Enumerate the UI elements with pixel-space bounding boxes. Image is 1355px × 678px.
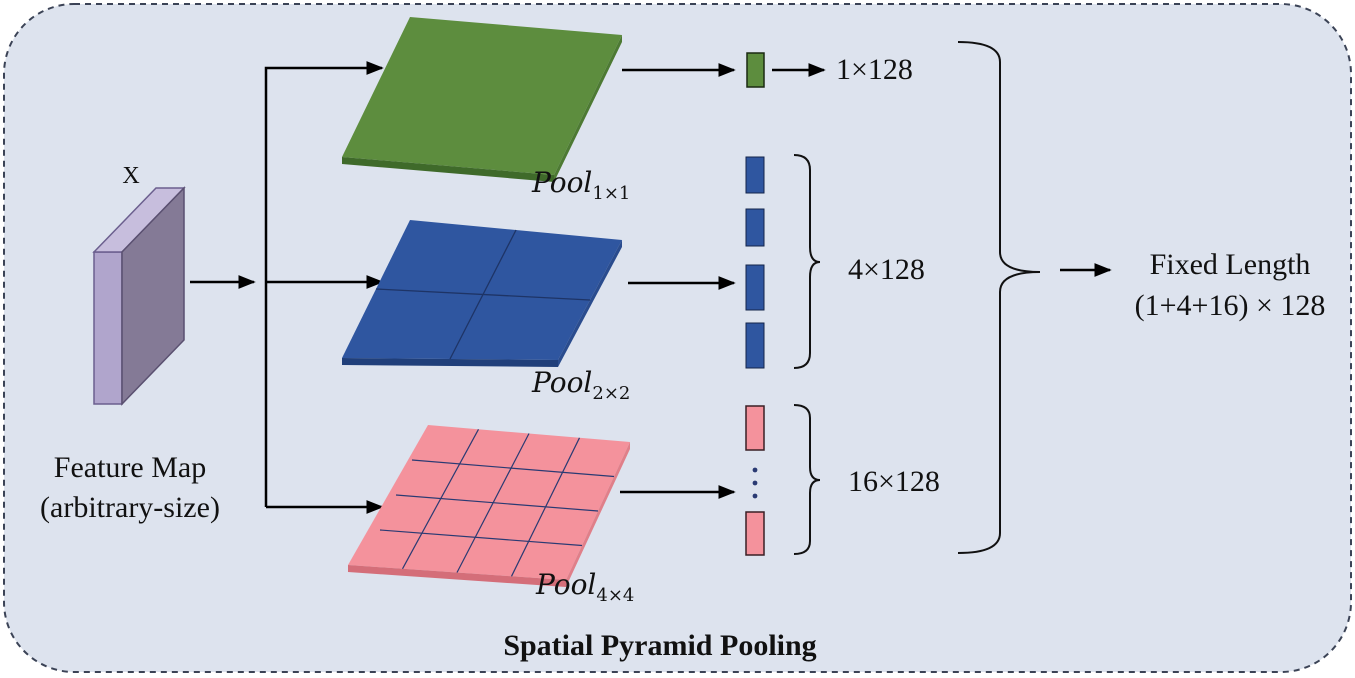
pool-plate-4x4: [348, 425, 630, 587]
pool-output-arrows: [620, 63, 826, 499]
result-label: Fixed Length: [1150, 248, 1311, 281]
pool-label-2x2-sub: 2×2: [592, 383, 630, 404]
pool-label-2x2-base: Pool: [531, 366, 592, 399]
vector-4x128-3: [745, 264, 765, 311]
vector-16x128-last: [745, 511, 765, 556]
pool-label-2x2: Pool2×2: [531, 366, 630, 404]
output-label-16x128: 16×128: [848, 465, 940, 498]
output-label-1x128: 1×128: [836, 53, 913, 86]
pool-label-4x4-sub: 4×4: [596, 585, 634, 606]
vectors-16x128: [745, 405, 765, 556]
branch-connectors: [190, 61, 384, 514]
vector-4x128-2: [745, 208, 765, 247]
vector-4x128-1: [745, 156, 765, 194]
pool-label-1x1-sub: 1×1: [592, 183, 630, 204]
output-label-4x128: 4×128: [848, 253, 925, 286]
diagram-panel: [3, 3, 1352, 673]
pool-label-1x1: Pool1×1: [531, 166, 630, 204]
pool-label-4x4: Pool4×4: [535, 568, 634, 606]
pool-plate-2x2: [342, 220, 622, 367]
input-symbol: X: [122, 163, 139, 189]
vectors-4x128: [745, 156, 765, 369]
ellipsis-dot: [752, 493, 758, 499]
vector-16x128-first: [745, 405, 765, 451]
ellipsis-dot: [752, 467, 758, 473]
pool-label-4x4-base: Pool: [535, 568, 596, 601]
vector-4x128-4: [745, 322, 765, 369]
pool-label-1x1-base: Pool: [531, 166, 592, 199]
brace-combined: [957, 41, 1041, 554]
result-formula: (1+4+16) × 128: [1135, 289, 1326, 322]
vector-1x128: [746, 52, 765, 88]
ellipsis-dot: [752, 480, 758, 486]
feature-map-caption: Feature Map: [54, 451, 206, 484]
pool-plate-1x1: [342, 17, 622, 182]
feature-map-size-caption: (arbitrary-size): [40, 491, 220, 524]
brace-16x128: [793, 404, 821, 555]
diagram-title: Spatial Pyramid Pooling: [503, 629, 816, 662]
feature-map-block: [92, 186, 186, 406]
brace-4x128: [793, 154, 821, 369]
